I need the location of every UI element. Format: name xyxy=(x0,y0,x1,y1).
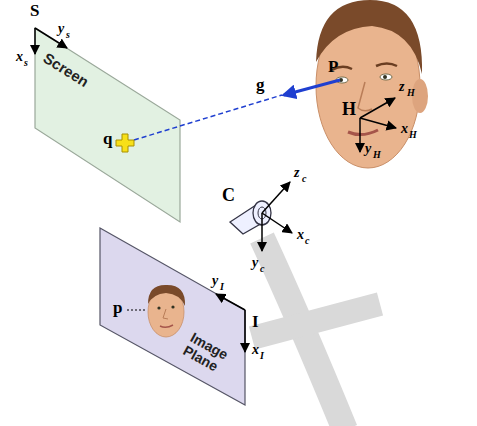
point-label: p xyxy=(113,299,122,316)
axis-arrow xyxy=(261,213,263,251)
image-plane-shape xyxy=(100,228,245,405)
image-plane-outline xyxy=(100,228,246,406)
axis-label: z xyxy=(399,80,404,94)
axis-arrow xyxy=(262,182,290,213)
point-label: S xyxy=(30,2,39,19)
axis-subscript: H xyxy=(373,150,381,160)
axis-arrow xyxy=(34,28,36,54)
axis-subscript: c xyxy=(305,236,309,246)
axis-subscript: s xyxy=(66,30,70,40)
point-label: q xyxy=(103,130,112,147)
point-label: C xyxy=(222,186,235,204)
point-label: H xyxy=(342,100,356,118)
axis-subscript: c xyxy=(260,264,264,274)
head-hair xyxy=(316,0,422,74)
gaze-vector xyxy=(284,80,340,95)
target-cross xyxy=(116,134,134,152)
axis-label: y xyxy=(212,274,218,288)
image-face-hair xyxy=(148,285,185,306)
point-label: g xyxy=(256,76,265,93)
axis-subscript: c xyxy=(302,174,306,184)
axis-label: y xyxy=(252,256,258,270)
head-mouth xyxy=(348,130,378,135)
point-label: P xyxy=(328,58,338,75)
head-eye xyxy=(336,77,348,83)
axis-arrow xyxy=(216,294,245,310)
axis-arrow xyxy=(360,118,396,128)
axis-subscript: I xyxy=(220,282,224,292)
axis-label: x xyxy=(252,343,259,357)
image-face-mouth xyxy=(160,325,173,327)
axis-subscript: H xyxy=(409,130,417,140)
image-plane: Image Plane xyxy=(100,228,246,406)
image-face xyxy=(148,287,184,337)
image-face-nose xyxy=(163,309,168,319)
head-pupil xyxy=(383,75,387,79)
axis-arrow xyxy=(244,310,246,352)
head-eye xyxy=(380,74,392,80)
image-face-eye xyxy=(157,306,160,309)
axis-arrow xyxy=(360,98,395,118)
image-face-eye xyxy=(171,305,174,308)
gray-cross-bar xyxy=(252,304,380,338)
axis-arrow xyxy=(359,118,361,152)
axis-label: z xyxy=(294,166,299,180)
axis-subscript: H xyxy=(407,88,415,98)
gaze-dashed-line xyxy=(134,95,282,140)
axis-label: x xyxy=(16,50,23,64)
point-label: I xyxy=(252,313,259,330)
head-nose xyxy=(358,82,372,111)
axis-subscript: s xyxy=(24,58,28,68)
axis-label: x xyxy=(401,122,408,136)
head-brow xyxy=(376,64,397,67)
axis-arrow xyxy=(262,213,292,233)
axis-label: x xyxy=(297,228,304,242)
screen-plane-shape xyxy=(35,28,180,222)
head-pupil xyxy=(339,78,343,82)
leader-line xyxy=(127,310,146,311)
axis-label: y xyxy=(58,22,64,36)
screen-plane: Screen xyxy=(35,28,181,223)
axis-label: y xyxy=(365,142,371,156)
axis-subscript: I xyxy=(260,351,264,361)
